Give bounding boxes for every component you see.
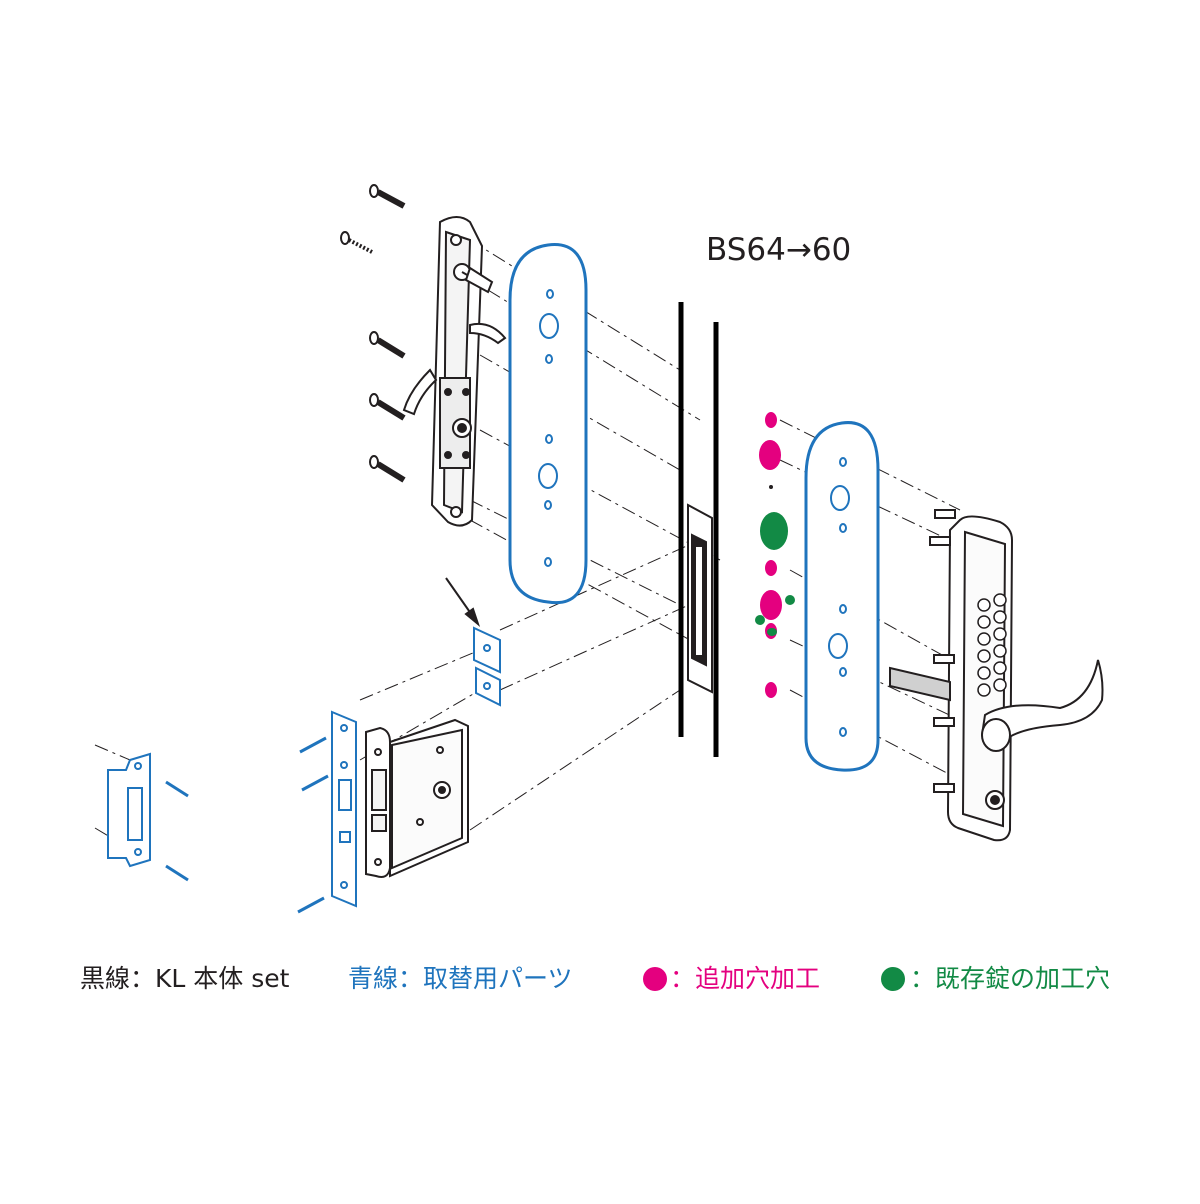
lever-handle bbox=[980, 659, 1104, 752]
screw bbox=[369, 331, 406, 359]
legend-black-line: 黒線：KL 本体 set bbox=[80, 964, 290, 993]
door-strike-plate bbox=[687, 503, 713, 694]
screw bbox=[369, 393, 406, 421]
inside-escutcheon bbox=[402, 216, 507, 527]
spacer-bracket bbox=[473, 626, 501, 707]
added-holes-magenta bbox=[759, 412, 782, 698]
legend-added-hole: ：追加穴加工 bbox=[670, 964, 821, 993]
mounting-posts bbox=[929, 509, 956, 793]
spindle bbox=[889, 666, 951, 702]
backset-label: BS64→60 bbox=[706, 232, 852, 268]
frame-strike-plate bbox=[107, 752, 151, 868]
wood-screw bbox=[340, 231, 373, 254]
strike-plate-screws bbox=[165, 780, 189, 882]
small-pilot-hole bbox=[769, 485, 773, 489]
lock-front-plate bbox=[331, 710, 357, 908]
screw bbox=[369, 184, 406, 209]
magenta-dot-icon bbox=[643, 967, 667, 991]
keypad-buttons bbox=[977, 593, 1007, 697]
legend-existing-hole: ：既存錠の加工穴 bbox=[910, 964, 1111, 993]
front-plate-screws bbox=[297, 736, 329, 914]
door-panel bbox=[678, 302, 719, 757]
escutcheon-screws bbox=[340, 184, 406, 483]
existing-holes-green bbox=[755, 512, 795, 636]
inside-adapter-plate bbox=[508, 243, 588, 605]
indicator-arrow bbox=[445, 577, 481, 628]
legend-blue-line: 青線：取替用パーツ bbox=[348, 964, 573, 993]
mortise-lock-body bbox=[365, 718, 469, 878]
green-dot-icon bbox=[881, 967, 905, 991]
outside-adapter-plate bbox=[804, 421, 880, 772]
key-cylinder bbox=[985, 790, 1005, 810]
screw bbox=[369, 455, 406, 483]
